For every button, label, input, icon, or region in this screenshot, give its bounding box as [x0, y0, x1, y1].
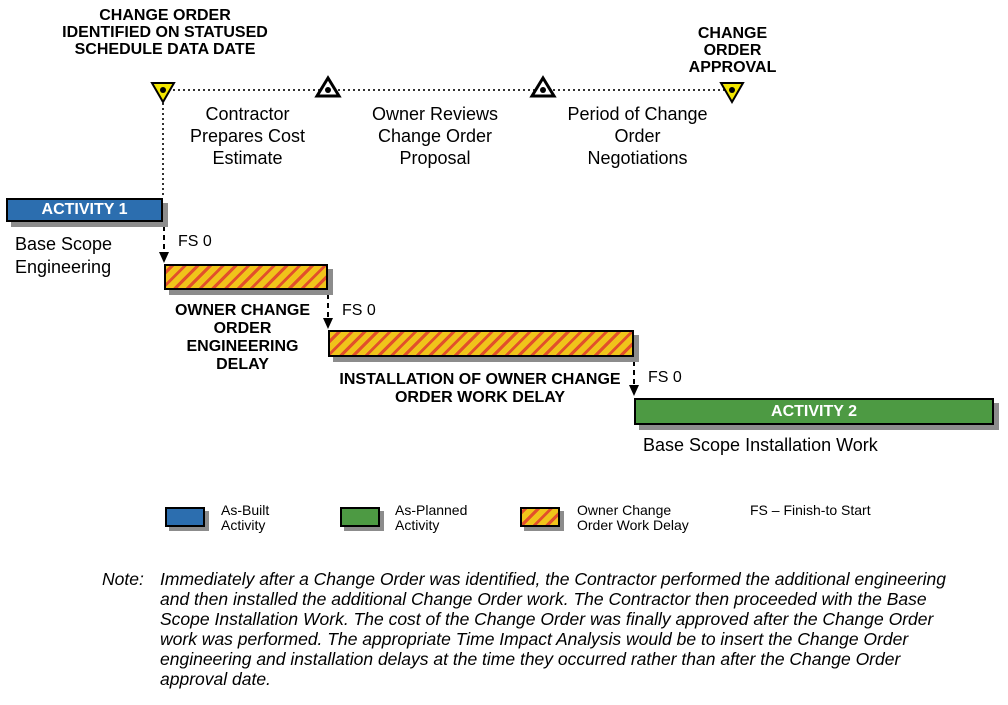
engineering-delay-label: OWNER CHANGE ORDER ENGINEERING DELAY — [174, 302, 311, 373]
milestone-review-start-icon — [314, 75, 342, 98]
milestone-identified-label: CHANGE ORDER IDENTIFIED ON STATUSED SCHE… — [62, 7, 268, 58]
fs-link-arrow-3 — [629, 361, 639, 396]
fs-link-arrow-2 — [323, 294, 333, 329]
legend-owner-delay-swatch — [520, 507, 560, 527]
installation-delay-label: INSTALLATION OF OWNER CHANGE ORDER WORK … — [339, 371, 621, 406]
activity-2-bar: ACTIVITY 2 — [634, 398, 994, 425]
activity-1-label: ACTIVITY 1 — [41, 201, 128, 218]
milestone-identified-icon — [150, 82, 176, 104]
phase-negotiations: Period of Change Order Negotiations — [567, 104, 708, 168]
legend-fs-label: FS – Finish-to Start — [750, 502, 871, 518]
note-prefix: Note: — [102, 569, 144, 589]
fs-label-2: FS 0 — [342, 302, 376, 319]
milestone-approval-label: CHANGE ORDER APPROVAL — [688, 25, 777, 76]
milestone-negotiation-start-icon — [529, 75, 557, 98]
activity-2-description: Base Scope Installation Work — [643, 435, 878, 455]
fs-label-3: FS 0 — [648, 369, 682, 386]
installation-delay-bar — [328, 330, 634, 357]
fs-link-arrow-1 — [159, 226, 169, 263]
legend-as-planned-label: As-Planned Activity — [395, 502, 468, 533]
phase-cost-estimate: Contractor Prepares Cost Estimate — [189, 104, 306, 168]
note-text: Immediately after a Change Order was ide… — [160, 569, 946, 689]
activity-2-label: ACTIVITY 2 — [771, 402, 857, 420]
activity-1-bar: ACTIVITY 1 — [6, 198, 163, 222]
legend-as-planned-swatch — [340, 507, 380, 527]
phase-owner-review: Owner Reviews Change Order Proposal — [371, 104, 499, 168]
activity-1-description: Base Scope Engineering — [15, 234, 113, 277]
engineering-delay-bar — [164, 264, 328, 290]
legend-owner-delay-label: Owner Change Order Work Delay — [577, 502, 689, 533]
fs-label-1: FS 0 — [178, 233, 212, 250]
legend-as-built-swatch — [165, 507, 205, 527]
legend-as-built-label: As-Built Activity — [221, 502, 270, 533]
milestone-approval-icon — [719, 82, 745, 104]
